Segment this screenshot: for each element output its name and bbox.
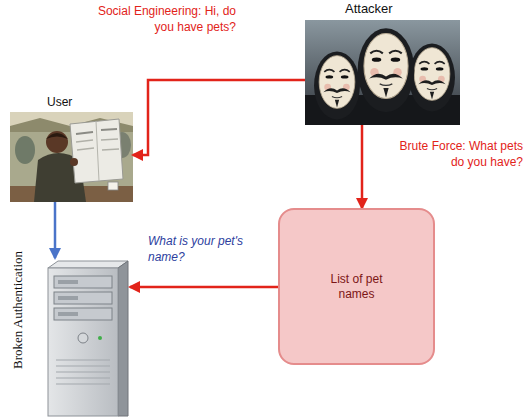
edge-label: Social Engineering: Hi, do you have pets…	[84, 4, 236, 35]
server-figure: Broken Authentication	[45, 258, 130, 416]
server-picture	[48, 261, 128, 416]
user-figure: User	[10, 112, 133, 202]
box-text: List of pet names	[318, 272, 396, 302]
attacker-figure: Attacker	[305, 20, 460, 125]
edge-label: Brute Force: What pets do you have?	[386, 139, 523, 170]
arrow-connector	[133, 80, 305, 155]
edge-label: What is your pet's name?	[148, 234, 260, 265]
arrow-connector	[361, 125, 364, 208]
node-heading: Attacker	[345, 1, 393, 16]
arrow-connector	[130, 286, 278, 289]
node-heading: User	[47, 95, 72, 109]
attacker-picture	[305, 20, 460, 125]
list-box: List of pet names	[278, 208, 435, 365]
vertical-heading: Broken Authentication	[10, 251, 26, 369]
user-picture	[10, 112, 133, 202]
arrow-connector	[54, 202, 57, 258]
